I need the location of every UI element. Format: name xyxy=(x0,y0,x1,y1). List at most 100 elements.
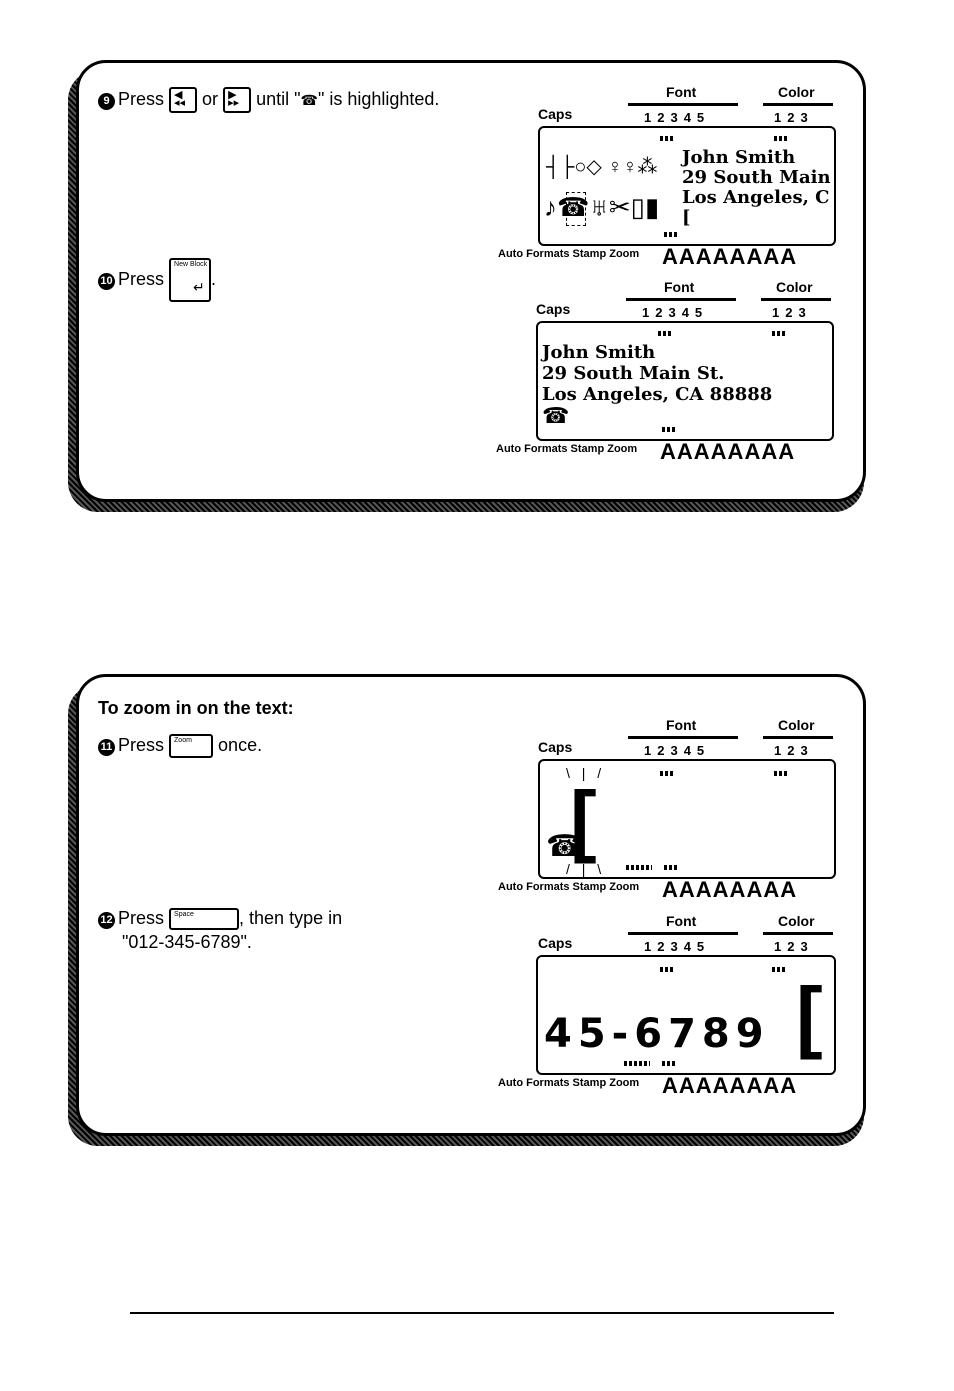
color-numbers: 123 xyxy=(772,305,812,320)
indicator xyxy=(772,331,786,336)
step-number: 11 xyxy=(98,739,115,756)
font-numbers: 12345 xyxy=(642,305,709,320)
space-key: Space xyxy=(169,908,240,931)
font-numbers: 12345 xyxy=(644,939,711,954)
cursor: [ xyxy=(570,775,597,864)
phone-icon: ☎ xyxy=(546,830,584,863)
color-label: Color xyxy=(776,279,813,295)
step-text: , then type in xyxy=(239,908,343,928)
indicator xyxy=(626,865,652,870)
step-text: once. xyxy=(218,735,263,755)
indicator xyxy=(660,136,674,141)
color-numbers: 123 xyxy=(774,110,814,125)
indicator xyxy=(624,1061,650,1066)
color-label: Color xyxy=(778,913,815,929)
font-label: Font xyxy=(664,279,695,295)
footer-rule xyxy=(130,1312,834,1314)
lcd-screen: ┤├○◇ ♀♀⁂ ♪☎♅✂▯▮ John Smith 29 South Main… xyxy=(538,126,836,246)
screen-text-line: 29 South Main xyxy=(682,167,831,188)
color-numbers: 123 xyxy=(774,743,814,758)
color-numbers: 123 xyxy=(774,939,814,954)
font-label: Font xyxy=(666,717,697,733)
color-bar xyxy=(763,103,833,106)
key-label: Space xyxy=(174,911,194,919)
section-heading: To zoom in on the text: xyxy=(98,698,294,718)
symbol-row: ♪☎♅✂▯▮ xyxy=(544,192,660,222)
cursor: [ xyxy=(796,971,823,1060)
caps-label: Caps xyxy=(538,106,573,122)
screen-text-line: Los Angeles, CA 88888 xyxy=(542,384,773,405)
indicator xyxy=(664,232,678,237)
zoomed-text: 45-6789 xyxy=(544,1011,770,1057)
step-number: 10 xyxy=(98,272,115,290)
indicator xyxy=(662,427,676,432)
lcd-screen: ☎ [ \ | / / | \ xyxy=(538,759,836,879)
step-text: Press xyxy=(118,88,165,109)
mode-labels: Auto Formats Stamp Zoom xyxy=(498,248,640,260)
symbol-row: ┤├○◇ ♀♀⁂ xyxy=(546,156,658,178)
font-label: Font xyxy=(666,84,697,100)
step-text: . xyxy=(211,268,217,289)
blink-marks: / | \ xyxy=(566,861,606,877)
color-bar xyxy=(763,736,833,739)
color-label: Color xyxy=(778,717,815,733)
mode-labels: Auto Formats Stamp Zoom xyxy=(496,443,638,455)
step-text: Press xyxy=(118,735,165,755)
zoom-key: Zoom xyxy=(169,734,214,759)
screen-text-line: John Smith xyxy=(682,147,796,168)
left-arrow-key: ◀◂◂ xyxy=(169,87,198,113)
screen-text-line: John Smith xyxy=(542,342,656,363)
font-style-icons: AAAAAAAA xyxy=(662,1073,798,1098)
lcd-display-1: Font Color Caps 12345 123 ┤├○◇ ♀♀⁂ ♪☎♅✂▯… xyxy=(498,84,838,274)
lcd-screen: 45-6789 [ xyxy=(536,955,836,1075)
indicator xyxy=(774,136,788,141)
caps-label: Caps xyxy=(538,739,573,755)
blink-marks: \ | / xyxy=(566,765,606,781)
font-bar xyxy=(628,103,738,106)
mode-labels: Auto Formats Stamp Zoom xyxy=(498,1077,640,1089)
key-label: New Block xyxy=(174,261,208,268)
cursor: [ xyxy=(682,207,691,228)
phone-icon: ☎ xyxy=(300,91,318,108)
indicator xyxy=(664,865,678,870)
font-numbers: 12345 xyxy=(644,743,711,758)
step-text: until " xyxy=(256,88,301,109)
indicator xyxy=(658,331,672,336)
color-label: Color xyxy=(778,84,815,100)
lcd-display-3: Font Color Caps 12345 123 ☎ [ \ | / / | … xyxy=(498,717,838,907)
indicator xyxy=(772,967,786,972)
indicator xyxy=(662,1061,676,1066)
step-text: Press xyxy=(118,908,165,928)
step-text: or xyxy=(202,88,219,109)
key-label: Zoom xyxy=(174,737,192,745)
font-style-icons: AAAAAAAA xyxy=(662,877,798,902)
font-numbers: 12345 xyxy=(644,110,711,125)
font-style-icons: AAAAAAAA xyxy=(660,439,796,464)
right-arrow-key: ▶▸▸ xyxy=(223,87,252,113)
screen-text-line: Los Angeles, C xyxy=(682,187,830,208)
phone-icon: ☎ xyxy=(542,403,570,428)
color-bar xyxy=(763,932,833,935)
indicator xyxy=(660,967,674,972)
highlight-box xyxy=(566,192,586,226)
color-bar xyxy=(761,298,831,301)
indicator xyxy=(660,771,674,776)
step-12-line2: "012-345-6789". xyxy=(122,932,252,952)
new-block-key: New Block↵ xyxy=(169,258,212,302)
font-bar xyxy=(628,932,738,935)
indicator xyxy=(774,771,788,776)
caps-label: Caps xyxy=(536,301,571,317)
caps-label: Caps xyxy=(538,935,573,951)
font-bar xyxy=(626,298,736,301)
step-number: 12 xyxy=(98,912,115,929)
screen-text-line: 29 South Main St. xyxy=(542,363,725,384)
lcd-display-4: Font Color Caps 12345 123 45-6789 [ Auto… xyxy=(498,913,838,1103)
step-text: " is highlighted. xyxy=(317,88,440,109)
lcd-display-2: Font Color Caps 12345 123 John Smith 29 … xyxy=(496,279,836,469)
lcd-screen: John Smith 29 South Main St. Los Angeles… xyxy=(536,321,834,441)
font-bar xyxy=(628,736,738,739)
